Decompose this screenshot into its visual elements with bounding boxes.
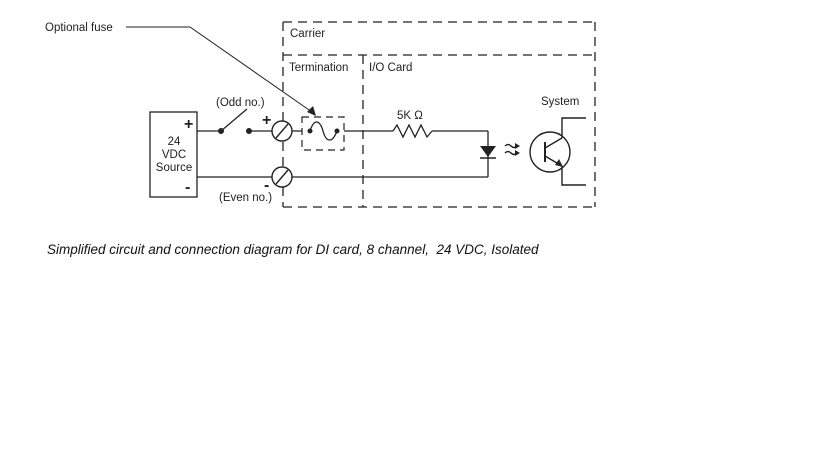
switch-icon	[220, 108, 248, 132]
carrier-label: Carrier	[290, 28, 325, 40]
even-no-label: (Even no.)	[219, 192, 272, 204]
fuse-leader-line	[126, 26, 313, 113]
source-label-vdc: VDC	[162, 149, 186, 161]
optional-fuse-label: Optional fuse	[45, 22, 113, 34]
switch-contact-icon	[246, 128, 252, 134]
source-plus: +	[184, 116, 193, 133]
terminal-plus: +	[262, 112, 271, 129]
phototransistor-icon	[529, 117, 586, 186]
termination-label: Termination	[289, 62, 348, 74]
terminal-screw-icon	[271, 166, 293, 188]
odd-no-label: (Odd no.)	[216, 97, 265, 109]
io-card-label: I/O Card	[369, 62, 412, 74]
figure-caption: Simplified circuit and connection diagra…	[47, 242, 539, 257]
terminal-screw-icon	[271, 120, 293, 142]
fuse-arrow-icon	[307, 106, 316, 116]
resistor-icon	[392, 123, 433, 139]
fuse-box	[301, 116, 345, 151]
source-minus: -	[185, 179, 190, 196]
source-label-24: 24	[168, 136, 181, 148]
system-label: System	[541, 96, 579, 108]
light-emission-icon	[504, 143, 520, 156]
carrier-box	[282, 21, 596, 208]
source-label-source: Source	[156, 162, 192, 174]
resistor-label: 5K Ω	[397, 110, 423, 122]
led-diode-icon	[480, 146, 496, 157]
switch-contact-icon	[218, 128, 224, 134]
terminal-minus: -	[264, 177, 269, 194]
fuse-icon	[309, 121, 338, 141]
vdc-source-box	[149, 111, 198, 198]
